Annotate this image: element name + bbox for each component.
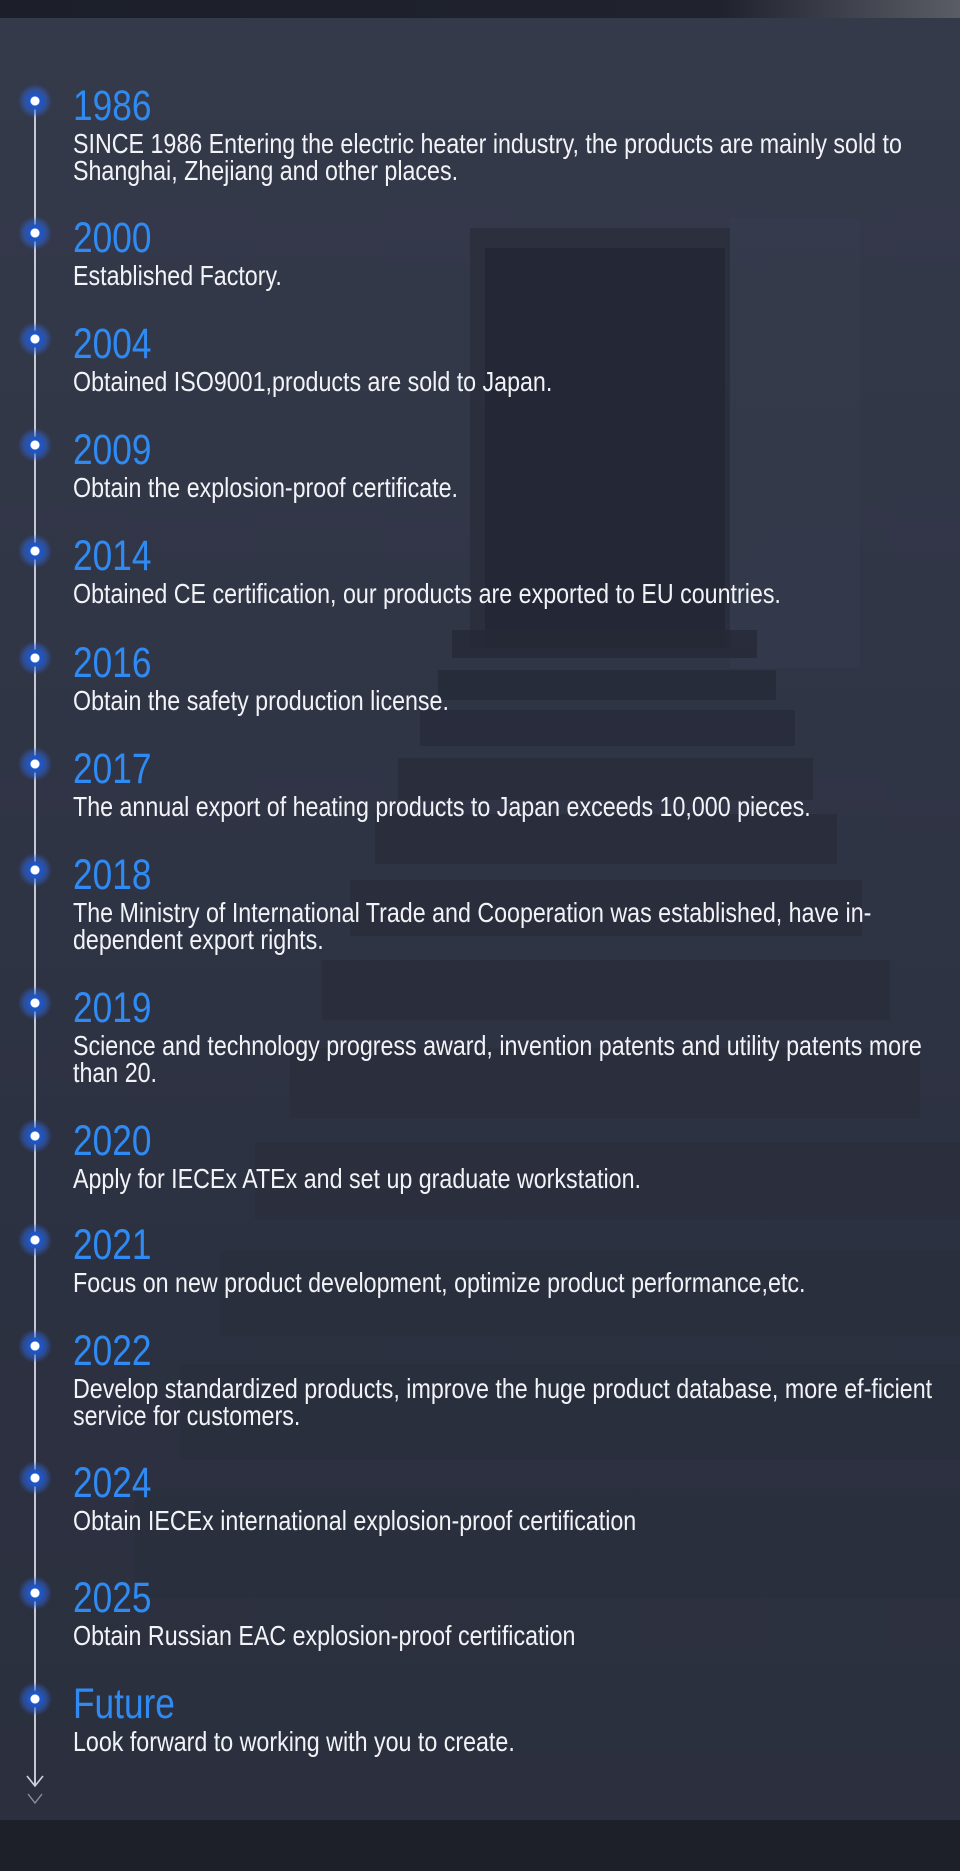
timeline-description: Focus on new product development, optimi… <box>73 1267 806 1298</box>
timeline-line <box>34 100 36 1786</box>
timeline-description: SINCE 1986 Entering the electric heater … <box>73 128 902 186</box>
timeline-year: 2014 <box>73 532 152 580</box>
timeline-dot-icon <box>18 853 52 887</box>
timeline-dot-icon <box>18 747 52 781</box>
timeline-year: 2000 <box>73 214 152 262</box>
staircase-background-image <box>90 218 960 1752</box>
timeline-description: Obtain the explosion-proof certificate. <box>73 472 458 503</box>
timeline-dot-icon <box>18 428 52 462</box>
timeline-year: 2021 <box>73 1221 152 1269</box>
timeline-description: Obtained ISO9001,products are sold to Ja… <box>73 366 553 397</box>
timeline-dot-icon <box>18 84 52 118</box>
timeline-year: 2009 <box>73 426 152 474</box>
timeline-description: Obtain Russian EAC explosion-proof certi… <box>73 1620 576 1651</box>
timeline-description: The Ministry of International Trade and … <box>73 897 872 955</box>
timeline-year: 2004 <box>73 320 152 368</box>
timeline-description: Science and technology progress award, i… <box>73 1030 922 1088</box>
timeline-year: Future <box>73 1680 175 1728</box>
timeline-description: Develop standardized products, improve t… <box>73 1373 933 1431</box>
timeline-description: Obtain the safety production license. <box>73 685 449 716</box>
timeline-dot-icon <box>18 534 52 568</box>
timeline-description: Obtain IECEx international explosion-pro… <box>73 1505 637 1536</box>
timeline-dot-icon <box>18 1461 52 1495</box>
timeline-description: Look forward to working with you to crea… <box>73 1726 515 1757</box>
timeline-dot-icon <box>18 322 52 356</box>
timeline-year: 2022 <box>73 1327 152 1375</box>
timeline-dot-icon <box>18 1682 52 1716</box>
timeline-year: 2024 <box>73 1459 152 1507</box>
timeline-description: Apply for IECEx ATEx and set up graduate… <box>73 1163 641 1194</box>
timeline-dot-icon <box>18 986 52 1020</box>
timeline-dot-icon <box>18 1329 52 1363</box>
timeline-year: 2017 <box>73 745 152 793</box>
timeline-dot-icon <box>18 1576 52 1610</box>
timeline-year: 2025 <box>73 1574 152 1622</box>
bottom-bar <box>0 1820 960 1871</box>
timeline-year: 2016 <box>73 639 152 687</box>
timeline-year: 1986 <box>73 82 152 130</box>
timeline-dot-icon <box>18 1119 52 1153</box>
timeline-description: Obtained CE certification, our products … <box>73 578 781 609</box>
timeline-description: The annual export of heating products to… <box>73 791 811 822</box>
timeline-description: Established Factory. <box>73 260 282 291</box>
timeline-year: 2018 <box>73 851 152 899</box>
timeline-dot-icon <box>18 216 52 250</box>
timeline-dot-icon <box>18 1223 52 1257</box>
timeline-year: 2020 <box>73 1117 152 1165</box>
top-bar <box>0 0 960 18</box>
timeline-year: 2019 <box>73 984 152 1032</box>
arrow-down-icon <box>26 1775 44 1805</box>
timeline-dot-icon <box>18 641 52 675</box>
